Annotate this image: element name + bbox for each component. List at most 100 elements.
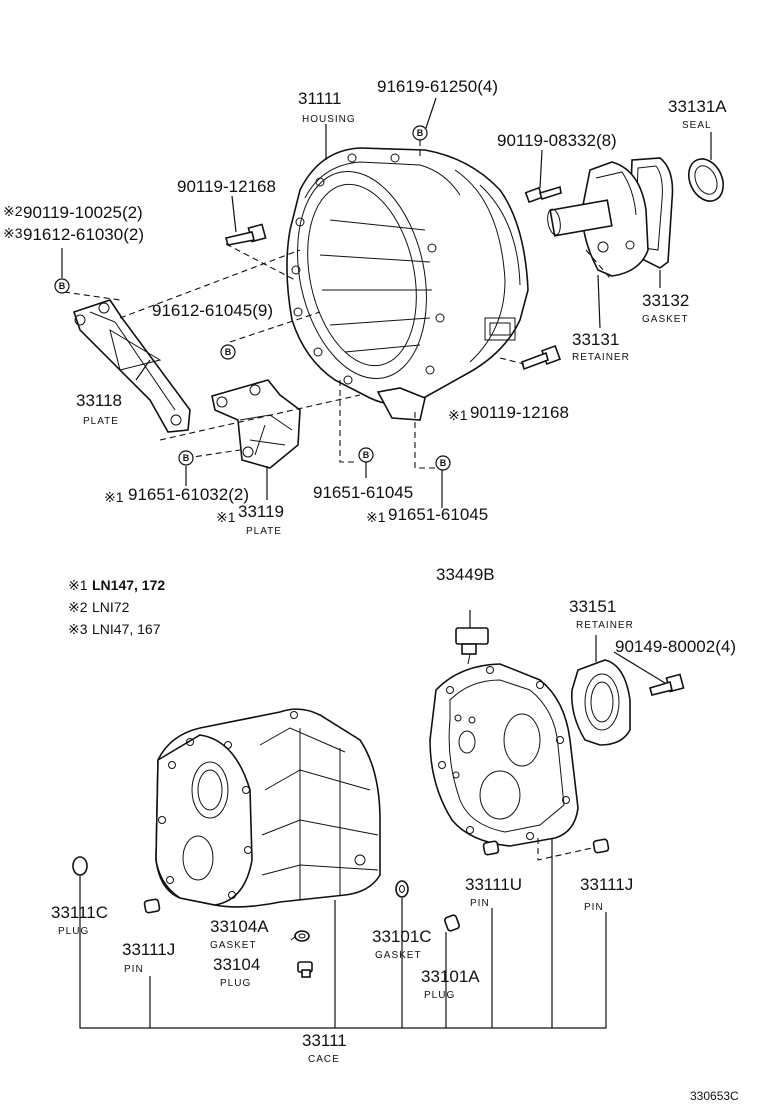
svg-text:PIN: PIN [124, 964, 144, 975]
leader-lines-upper [61, 97, 712, 508]
svg-text:PLATE: PLATE [246, 526, 282, 537]
svg-text:PIN: PIN [470, 898, 490, 909]
svg-text:33119: 33119 [238, 502, 284, 521]
callout-33111-case: 33111 CACE [302, 1031, 347, 1065]
svg-text:SEAL: SEAL [682, 120, 712, 131]
svg-text:91612-61030(2): 91612-61030(2) [23, 225, 144, 244]
svg-text:※1: ※1 [366, 509, 386, 525]
note-1-mark: ※1 [68, 577, 88, 593]
callout-91651-61045-a: 91651-61045 [313, 483, 413, 502]
svg-text:※1: ※1 [104, 489, 124, 505]
svg-text:33111J: 33111J [580, 875, 633, 894]
svg-text:RETAINER: RETAINER [572, 352, 630, 363]
pin-33111J-left-drawing [143, 898, 161, 914]
bolt-90119-08332-drawing [524, 185, 562, 204]
svg-text:GASKET: GASKET [642, 314, 689, 325]
svg-text:91651-61045: 91651-61045 [388, 505, 488, 524]
svg-text:33111: 33111 [302, 1031, 347, 1050]
svg-text:B: B [59, 281, 66, 291]
pin-33111U-drawing [482, 840, 500, 856]
callout-90119-08332: 90119-08332(8) [497, 131, 617, 150]
gasket-33101C-drawing [395, 880, 409, 898]
assembly-lines-lower [537, 838, 593, 861]
callout-33131: 33131 RETAINER [572, 330, 630, 363]
svg-text:CACE: CACE [308, 1054, 340, 1065]
svg-text:※3: ※3 [3, 225, 23, 241]
svg-text:B: B [225, 347, 232, 357]
svg-text:PLUG: PLUG [58, 926, 89, 937]
b-circle-2: B [54, 278, 70, 294]
callout-33104: 33104 PLUG [213, 955, 260, 989]
seal-drawing [687, 158, 725, 202]
callout-33151: 33151 RETAINER [569, 597, 634, 631]
notes-legend: ※1 LN147, 172 ※2 LNI72 ※3 LNI47, 167 [68, 577, 165, 637]
svg-text:33111U: 33111U [465, 875, 522, 894]
callout-33132: 33132 GASKET [642, 291, 689, 325]
callout-91619-61250: 91619-61250(4) [377, 77, 498, 96]
svg-text:33131A: 33131A [668, 97, 727, 116]
callout-31111: 31111 HOUSING [298, 89, 356, 125]
note-3-mark: ※3 [68, 621, 88, 637]
svg-text:91651-61032(2): 91651-61032(2) [128, 485, 249, 504]
svg-text:B: B [440, 458, 447, 468]
svg-text:33104A: 33104A [210, 917, 269, 936]
svg-text:※1: ※1 [216, 509, 236, 525]
svg-text:GASKET: GASKET [375, 950, 422, 961]
callout-33111J-right: 33111J PIN [580, 875, 633, 913]
svg-text:90119-10025(2): 90119-10025(2) [23, 203, 143, 222]
b-circle-1: B [412, 125, 428, 141]
svg-text:※2: ※2 [3, 203, 23, 219]
callout-90149-80002: 90149-80002(4) [615, 637, 736, 656]
svg-text:B: B [183, 453, 190, 463]
svg-text:33118: 33118 [76, 391, 122, 410]
note-2-text: LNI72 [92, 599, 130, 615]
callout-91612-61030: ※3 91612-61030(2) [3, 225, 144, 244]
svg-text:RETAINER: RETAINER [576, 620, 634, 631]
rear-retainer-drawing [570, 659, 631, 746]
callout-33111J-left: 33111J PIN [122, 940, 175, 975]
svg-text:PIN: PIN [584, 902, 604, 913]
svg-text:33104: 33104 [213, 955, 260, 974]
callout-90119-12168-upper: 90119-12168 [177, 177, 276, 196]
callout-33118: 33118 PLATE [76, 391, 122, 427]
note-1-text: LN147, 172 [92, 577, 165, 593]
leader-lines-lower [79, 610, 666, 1029]
callout-90119-12168-lower: ※1 90119-12168 [448, 403, 569, 423]
plate-33118-drawing [72, 299, 191, 433]
clutch-housing-drawing [286, 147, 529, 421]
svg-text:33131: 33131 [572, 330, 619, 349]
svg-text:33101A: 33101A [421, 967, 480, 986]
b-circle-3: B [220, 344, 236, 360]
bolt-90149-80002-drawing [649, 673, 685, 696]
b-circle-6: B [435, 455, 451, 471]
pin-33111J-right-drawing [592, 838, 610, 854]
extension-housing-drawing [429, 663, 579, 847]
plug-33101A-drawing [444, 914, 460, 932]
transmission-case-drawing [155, 708, 381, 908]
svg-text:HOUSING: HOUSING [302, 114, 356, 125]
assembly-lines-upper [63, 140, 611, 469]
plate-33119-drawing [211, 379, 301, 469]
svg-text:33111J: 33111J [122, 940, 175, 959]
svg-text:GASKET: GASKET [210, 940, 257, 951]
callout-33119: ※1 33119 PLATE [216, 502, 284, 537]
svg-text:31111: 31111 [298, 89, 342, 108]
bearing-retainer-drawing [547, 161, 649, 277]
svg-text:PLUG: PLUG [424, 990, 455, 1001]
b-circle-5: B [358, 447, 374, 463]
svg-text:B: B [417, 128, 424, 138]
bolt-90119-12168-lower-drawing [521, 345, 561, 371]
callout-33104A: 33104A GASKET [210, 917, 269, 951]
svg-text:PLATE: PLATE [83, 416, 119, 427]
note-2-mark: ※2 [68, 599, 88, 615]
svg-text:90119-12168: 90119-12168 [470, 403, 569, 422]
sensor-33449B-drawing [455, 627, 489, 665]
callout-33131A: 33131A SEAL [668, 97, 727, 131]
callout-91651-61045-b: ※1 91651-61045 [366, 505, 488, 525]
svg-text:※1: ※1 [448, 407, 468, 423]
svg-text:33151: 33151 [569, 597, 616, 616]
callout-33111C: 33111C PLUG [51, 903, 108, 937]
gasket-33104A-drawing [290, 930, 310, 942]
svg-text:PLUG: PLUG [220, 978, 251, 989]
